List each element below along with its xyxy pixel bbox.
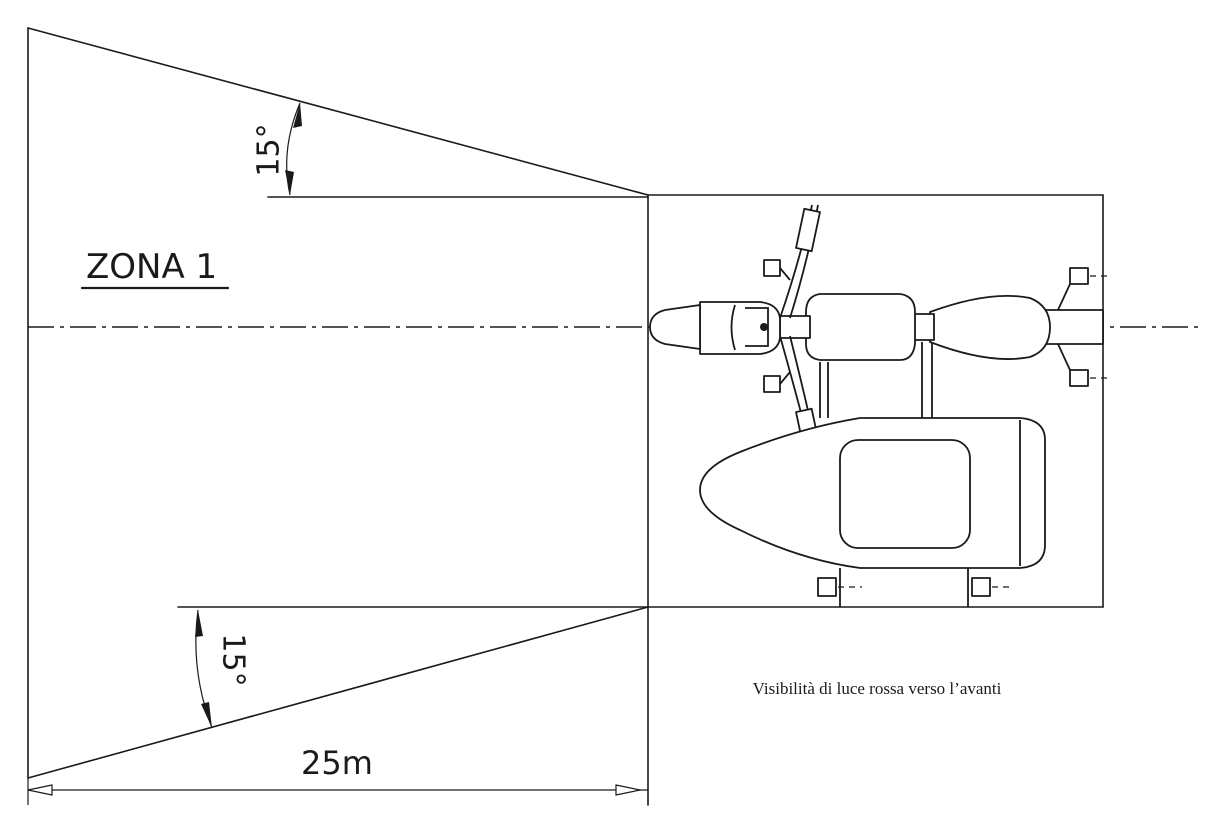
distance-dimension: 25m xyxy=(27,744,648,805)
upper-angle-label: 15° xyxy=(252,123,287,176)
lower-angle-label: 15° xyxy=(216,633,251,686)
zone-upper-boundary xyxy=(27,27,649,196)
diagram-caption: Visibilità di luce rossa verso l’avanti xyxy=(753,679,1002,698)
zone-lower-boundary xyxy=(27,606,649,779)
vehicle-bounding-box xyxy=(647,194,1104,806)
lower-angle-annotation: 15° xyxy=(195,609,251,729)
zone-label: ZONA 1 xyxy=(86,247,217,287)
visibility-zone xyxy=(27,27,649,779)
upper-angle-annotation: 15° xyxy=(252,102,302,196)
distance-label: 25m xyxy=(301,744,373,782)
motorcycle-with-sidecar xyxy=(649,204,1112,607)
